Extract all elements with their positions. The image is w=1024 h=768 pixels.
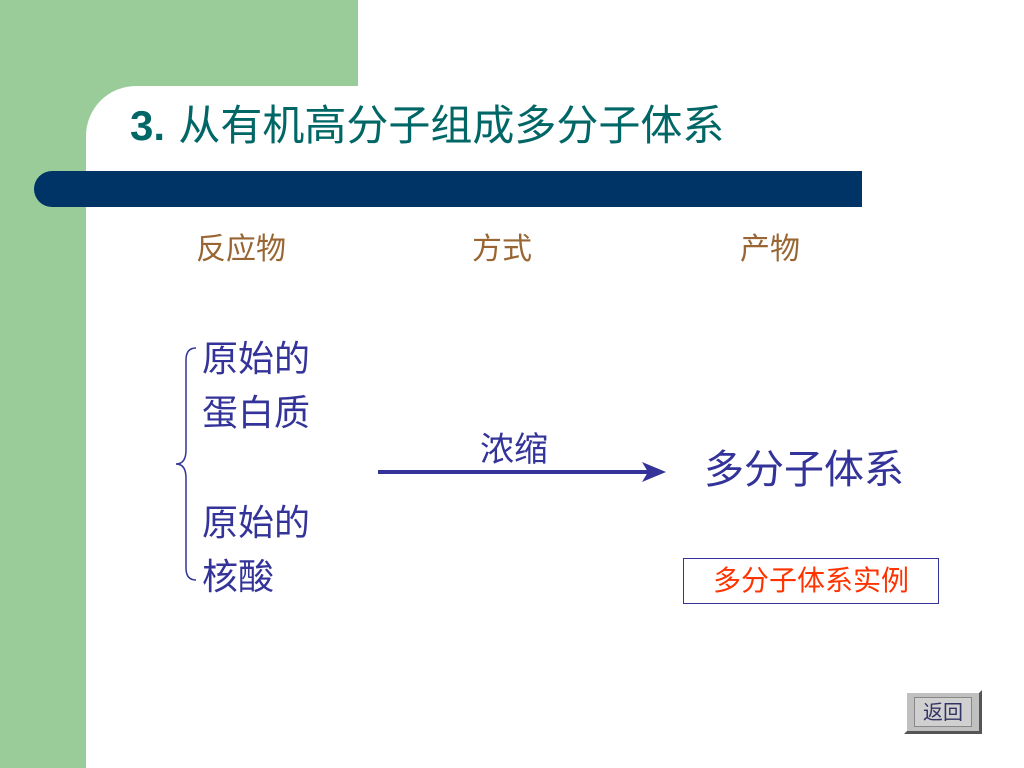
back-button[interactable]: 返回 — [904, 690, 982, 734]
left-brace-icon — [175, 347, 197, 581]
title-number: 3. — [130, 102, 166, 149]
reactant-protein-line1: 原始的 — [202, 339, 311, 380]
right-arrow-icon — [378, 462, 666, 482]
reactant-protein-line2: 蛋白质 — [202, 393, 311, 434]
product-text: 多分子体系 — [704, 447, 904, 493]
back-button-label: 返回 — [914, 697, 972, 727]
reactant-nucleic-acid-line1: 原始的 — [202, 503, 311, 544]
reactant-nucleic-acid-line2: 核酸 — [202, 557, 275, 598]
method-label: 浓缩 — [480, 430, 548, 470]
slide-title: 3. 从有机高分子组成多分子体系 — [130, 96, 724, 156]
example-link-button[interactable]: 多分子体系实例 — [683, 558, 939, 604]
title-underline-bar — [34, 171, 862, 207]
column-header-reactant: 反应物 — [196, 232, 286, 267]
title-text: 从有机高分子组成多分子体系 — [178, 101, 725, 150]
column-header-method: 方式 — [472, 232, 532, 267]
column-header-product: 产物 — [740, 232, 800, 267]
